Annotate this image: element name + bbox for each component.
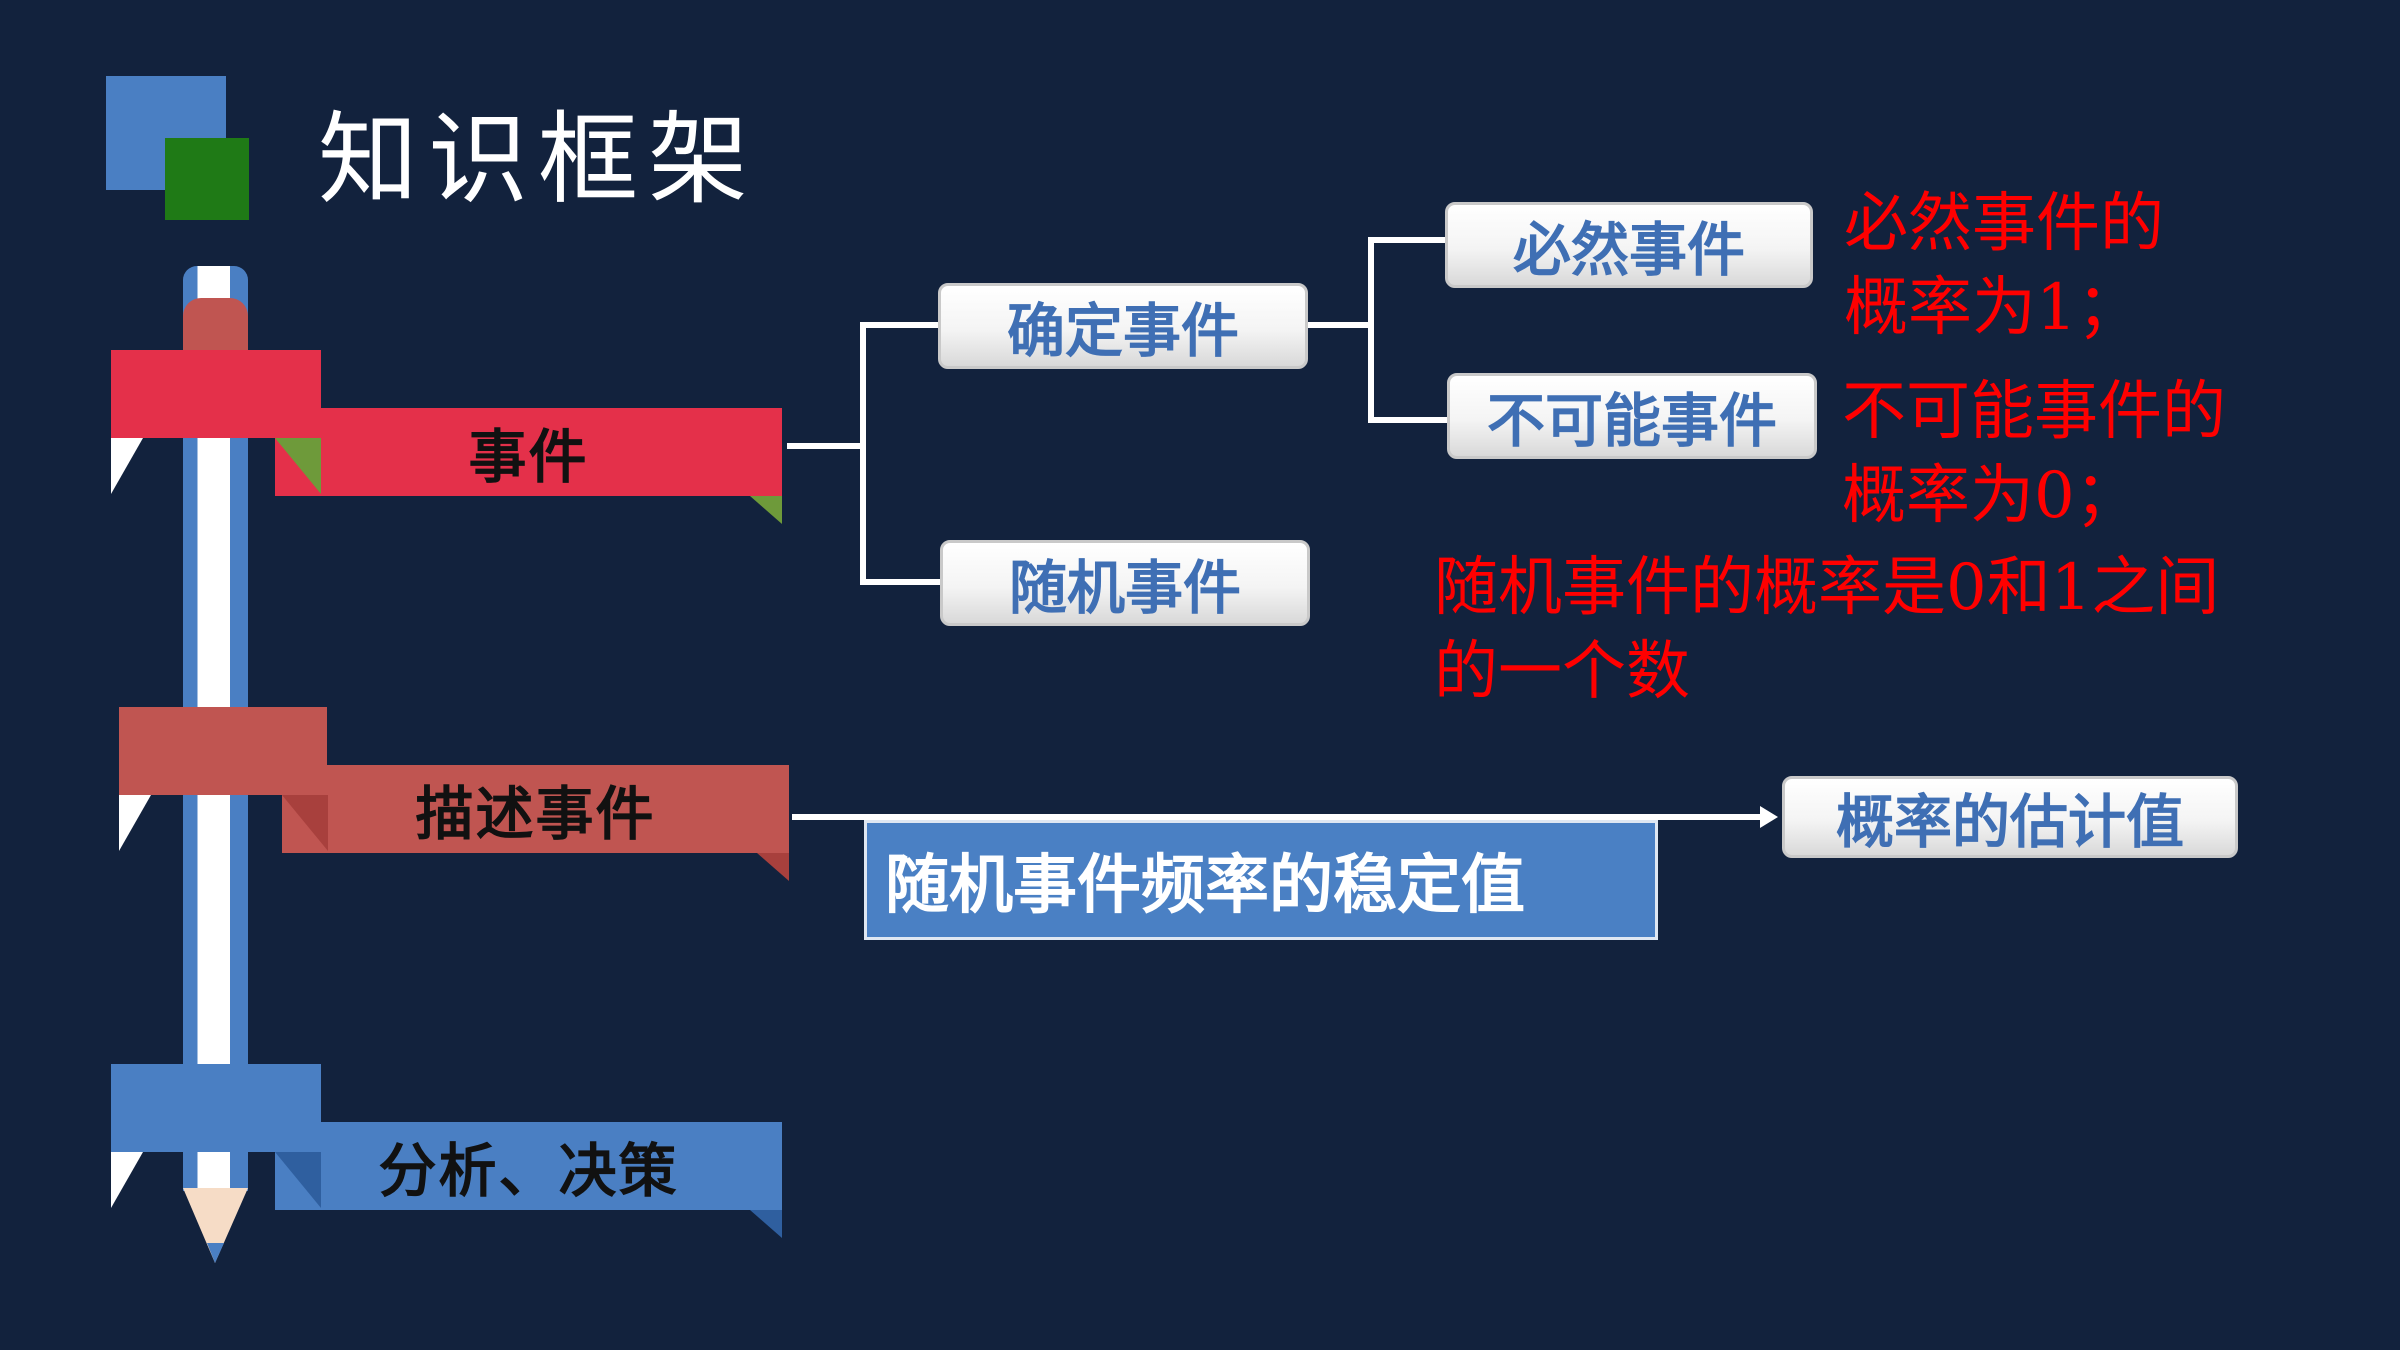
ribbon-analyze-inner-fold xyxy=(275,1152,321,1208)
ribbon-describe-inner-fold xyxy=(282,795,328,851)
ribbon-event-left-fold xyxy=(111,438,143,494)
ribbon-describe-label: 描述事件 xyxy=(282,765,789,853)
node-random-event: 随机事件 xyxy=(940,540,1310,626)
ribbon-describe-tail-fold xyxy=(757,853,789,881)
node-deterministic-event: 确定事件 xyxy=(938,283,1308,369)
node-probability-estimate: 概率的估计值 xyxy=(1782,776,2238,858)
note-random-line1: 随机事件的概率是0和1之间 xyxy=(1434,551,2220,625)
node-certain-event: 必然事件 xyxy=(1445,202,1813,288)
ribbon-analyze-tail-fold xyxy=(750,1210,782,1238)
ribbon-event-green-fold xyxy=(275,438,321,494)
title-decoration-green-square xyxy=(165,138,249,220)
note-random-line2: 的一个数 xyxy=(1434,635,1690,709)
ribbon-describe-left-fold xyxy=(119,795,151,851)
note-certain-line2: 概率为1； xyxy=(1844,271,2141,345)
pencil-tip-icon xyxy=(183,1188,248,1263)
page-title: 知识框架 xyxy=(318,101,758,218)
ribbon-event-tail-fold xyxy=(750,496,782,524)
pencil-eraser xyxy=(183,298,248,358)
ribbon-analyze-label: 分析、决策 xyxy=(275,1122,782,1210)
note-impossible-line1: 不可能事件的 xyxy=(1842,375,2226,449)
frequency-stable-value-box: 随机事件频率的稳定值 xyxy=(864,820,1658,940)
ribbon-event-label: 事件 xyxy=(275,408,782,496)
node-impossible-event: 不可能事件 xyxy=(1447,373,1817,459)
note-certain-line1: 必然事件的 xyxy=(1844,187,2164,261)
ribbon-analyze-left-fold xyxy=(111,1152,143,1208)
note-impossible-line2: 概率为0； xyxy=(1842,459,2139,533)
